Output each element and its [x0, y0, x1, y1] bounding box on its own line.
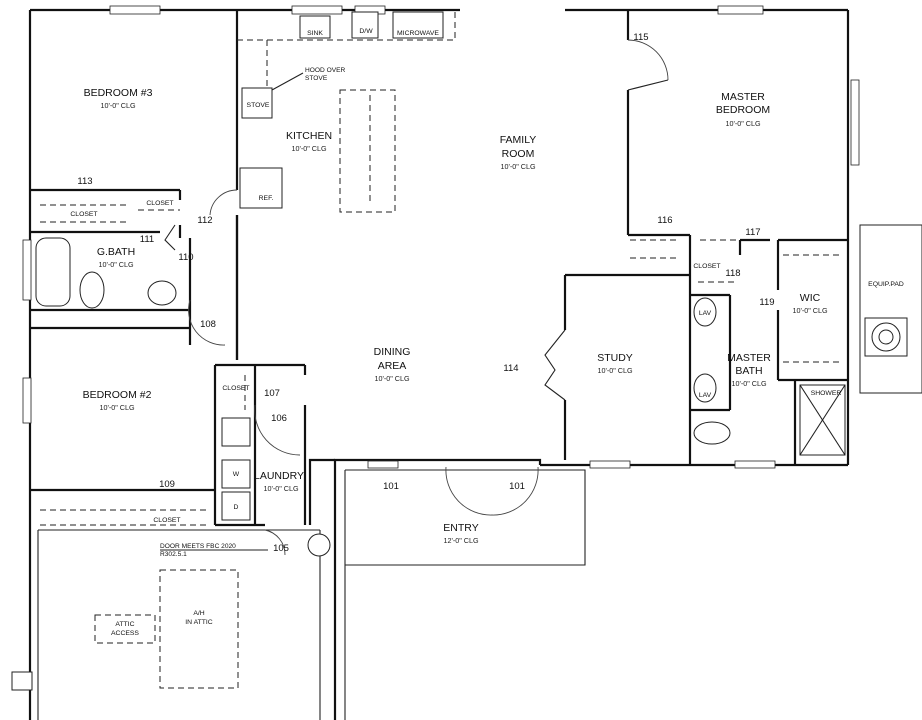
lav-label-lower: LAV	[699, 392, 712, 399]
garage-marker	[11, 671, 33, 691]
dining-name-1: DINING	[374, 346, 411, 358]
dining-ceiling: 10'-0" CLG	[374, 374, 409, 383]
gbath-ceiling: 10'-0" CLG	[98, 260, 133, 269]
laundry-sink-fixture	[221, 417, 251, 447]
master-toilet-fixture	[693, 421, 731, 445]
kitchen-name: KITCHEN	[286, 130, 332, 142]
master-bath-ceiling: 10'-0" CLG	[731, 379, 766, 388]
lav-label-upper: LAV	[699, 310, 712, 317]
door-106: 106	[271, 413, 287, 424]
door-109: 109	[159, 479, 175, 490]
door-113: 113	[77, 176, 92, 187]
sink-label: SINK	[307, 30, 323, 37]
door-swings	[164, 39, 669, 556]
ah-note-2: IN ATTIC	[185, 619, 213, 626]
door-fbc-note-1: DOOR MEETS FBC 2020	[160, 543, 236, 550]
door-111: 111	[140, 234, 154, 245]
door-112: 112	[197, 215, 212, 226]
door-119: 119	[759, 297, 774, 308]
toilet-fixture	[79, 271, 105, 309]
casework-lines	[40, 10, 840, 689]
equip-pad-label: EQUIP.PAD	[868, 281, 904, 288]
kitchen-ceiling: 10'-0" CLG	[291, 144, 326, 153]
door-numbers: 115 113 112 111 110 108 116 117 118 119 …	[77, 32, 774, 554]
wic-name: WIC	[800, 292, 821, 304]
master-bedroom-name-1: MASTER	[721, 91, 765, 103]
ah-note-1: A/H	[193, 610, 204, 617]
master-bedroom-name-2: BEDROOM	[716, 104, 770, 116]
attic-access-1: ATTIC	[115, 621, 134, 628]
shower-label: SHOWER	[811, 390, 842, 397]
laundry-ceiling: 10'-0" CLG	[263, 484, 298, 493]
door-101-left: 101	[383, 481, 399, 492]
notes: DOOR MEETS FBC 2020 R302.5.1 ATTIC ACCES…	[111, 543, 268, 637]
laundry-name: LAUNDRY	[254, 470, 304, 482]
dryer-label: D	[234, 504, 239, 511]
door-fbc-note-2: R302.5.1	[160, 551, 187, 558]
sink-fixture	[299, 15, 331, 39]
door-105: 105	[273, 543, 289, 554]
bedroom2-ceiling: 10'-0" CLG	[99, 403, 134, 412]
microwave-fixture	[392, 11, 444, 39]
bedroom2-name: BEDROOM #2	[83, 389, 152, 401]
refrigerator-fixture	[239, 167, 283, 209]
equipment-pad	[859, 224, 922, 394]
master-bath-name-1: MASTER	[727, 352, 771, 364]
door-118: 118	[725, 268, 740, 279]
room-labels: BEDROOM #3 10'-0" CLG KITCHEN 10'-0" CLG…	[83, 87, 828, 545]
master-bath-name-2: BATH	[735, 365, 762, 377]
door-117: 117	[745, 227, 760, 238]
hood-note-2: STOVE	[305, 75, 328, 82]
dryer-fixture	[221, 491, 251, 521]
gbath-name: G.BATH	[97, 246, 135, 258]
hood-note-1: HOOD OVER	[305, 67, 346, 74]
master-bedroom-ceiling: 10'-0" CLG	[725, 119, 760, 128]
entry-name: ENTRY	[443, 522, 478, 534]
study-ceiling: 10'-0" CLG	[597, 366, 632, 375]
ref-label: REF.	[259, 195, 274, 202]
bedroom3-name: BEDROOM #3	[84, 87, 153, 99]
windows	[22, 5, 860, 469]
microwave-label: MICROWAVE	[397, 30, 439, 37]
attic-access-2: ACCESS	[111, 630, 139, 637]
door-116: 116	[657, 215, 672, 226]
bedroom3-ceiling: 10'-0" CLG	[100, 101, 135, 110]
dining-name-2: AREA	[378, 360, 407, 372]
fixtures	[11, 11, 922, 691]
closet-label-master: CLOSET	[693, 263, 720, 270]
entry-ceiling: 12'-0" CLG	[443, 536, 478, 545]
washer-label: W	[233, 471, 240, 478]
stove-fixture	[241, 87, 273, 119]
lav-fixture-lower	[693, 373, 717, 403]
family-room-ceiling: 10'-0" CLG	[500, 162, 535, 171]
door-114: 114	[503, 363, 518, 374]
exterior-walls	[28, 8, 850, 720]
closet-label-laundry: CLOSET	[222, 385, 249, 392]
door-108: 108	[200, 319, 216, 330]
water-heater-fixture	[307, 533, 331, 557]
lav-fixture-upper	[693, 297, 717, 327]
door-110: 110	[178, 252, 193, 263]
door-107: 107	[264, 388, 280, 399]
study-name: STUDY	[597, 352, 633, 364]
stove-label: STOVE	[247, 102, 270, 109]
fixture-labels: SINK D/W MICROWAVE STOVE REF. HOOD OVER …	[70, 28, 904, 524]
closet-label-bedroom2: CLOSET	[153, 517, 180, 524]
dw-label: D/W	[359, 28, 373, 35]
dw-fixture	[351, 11, 379, 39]
door-115: 115	[633, 32, 648, 43]
washer-fixture	[221, 459, 251, 489]
closet-label-bedroom3: CLOSET	[70, 211, 97, 218]
wic-ceiling: 10'-0" CLG	[792, 306, 827, 315]
closet-label-hall: CLOSET	[146, 200, 173, 207]
family-room-name-2: ROOM	[502, 148, 535, 160]
door-101-right: 101	[509, 481, 525, 492]
family-room-name-1: FAMILY	[500, 134, 537, 146]
bathtub-fixture	[35, 237, 71, 307]
sink-bowl-fixture	[147, 280, 177, 306]
